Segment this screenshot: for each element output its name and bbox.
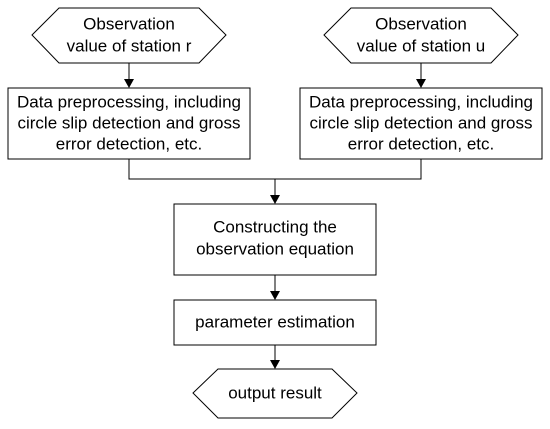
rectangle-shape xyxy=(173,203,377,276)
arrowhead xyxy=(270,291,280,300)
node-constructing-observation-equation: Constructing the observation equation xyxy=(173,203,377,276)
arrowhead xyxy=(416,79,426,88)
arrowhead xyxy=(124,79,134,88)
node-label-line: error detection, etc. xyxy=(56,134,202,153)
node-label-line: output result xyxy=(228,383,322,402)
node-observation-station-u: Observation value of station u xyxy=(323,7,519,64)
rectangle-shape xyxy=(173,299,377,346)
node-label-line: observation equation xyxy=(196,239,354,258)
node-label-line: Data preprocessing, including xyxy=(17,92,241,111)
hexagon-shape xyxy=(323,7,519,64)
hexagon-shape xyxy=(31,7,227,64)
edges xyxy=(124,63,426,369)
edge-preprocess-r-to-construct xyxy=(128,159,275,180)
node-label-line: Observation xyxy=(375,14,467,33)
node-parameter-estimation: parameter estimation xyxy=(173,299,377,346)
rectangle-shape xyxy=(7,87,251,160)
arrowhead xyxy=(270,195,280,204)
node-label-line: value of station r xyxy=(67,36,192,55)
node-label-line: parameter estimation xyxy=(195,312,355,331)
node-label-line: value of station u xyxy=(357,36,486,55)
node-label-line: circle slip detection and gross xyxy=(309,113,532,132)
edge-preprocess-u-to-construct xyxy=(275,159,422,180)
node-label-line: Constructing the xyxy=(213,217,337,236)
node-output-result: output result xyxy=(192,368,358,419)
arrowhead xyxy=(270,360,280,369)
hexagon-shape xyxy=(192,368,358,419)
node-label-line: circle slip detection and gross xyxy=(17,113,240,132)
node-preprocessing-station-u: Data preprocessing, including circle sli… xyxy=(299,87,543,160)
node-label-line: error detection, etc. xyxy=(348,134,494,153)
node-observation-station-r: Observation value of station r xyxy=(31,7,227,64)
node-label-line: Data preprocessing, including xyxy=(309,92,533,111)
rectangle-shape xyxy=(299,87,543,160)
node-label-line: Observation xyxy=(83,14,175,33)
node-preprocessing-station-r: Data preprocessing, including circle sli… xyxy=(7,87,251,160)
